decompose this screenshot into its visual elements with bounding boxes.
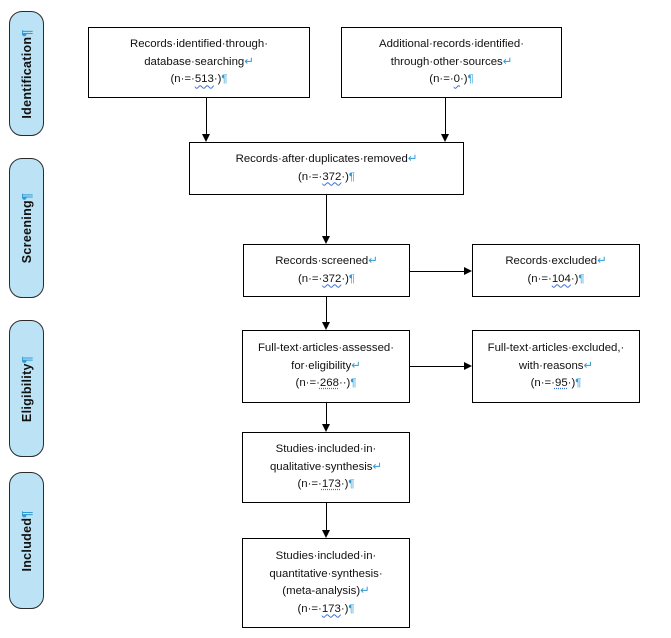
line-break-icon: ↵ xyxy=(372,460,383,473)
pilcrow-icon: ¶ xyxy=(19,192,34,201)
box-additional-records-other-sources-text: Additional·records·identified· through·o… xyxy=(373,36,530,89)
count-value: 513 xyxy=(194,73,214,86)
text-count-line: (n·=·372·)¶ xyxy=(297,272,356,285)
stage-label-included-text: Included¶ xyxy=(19,509,34,572)
box-additional-records-other-sources[interactable]: Additional·records·identified· through·o… xyxy=(341,27,562,98)
stage-label-eligibility-text: Eligibility¶ xyxy=(19,355,34,422)
stage-label-identification[interactable]: Identification¶ xyxy=(9,11,44,136)
text-line: Records·identified·through· xyxy=(129,38,269,51)
line-break-icon: ↵ xyxy=(597,255,607,267)
text-line: quantitative·synthesis· xyxy=(269,567,383,580)
box-records-screened-text: Records·screened↵ (n·=·372·)¶ xyxy=(269,253,384,288)
connector-fulltext-to-qualitative xyxy=(326,403,327,424)
stage-label-screening[interactable]: Screening¶ xyxy=(9,158,44,298)
stage-label-screening-text: Screening¶ xyxy=(19,192,34,264)
arrowhead-right-icon xyxy=(464,267,472,275)
text-line: through·other·sources↵ xyxy=(390,55,513,68)
arrowhead-down-icon xyxy=(322,530,330,538)
line-break-icon: ↵ xyxy=(502,55,513,68)
box-records-identified-database[interactable]: Records·identified·through· database·sea… xyxy=(88,27,310,98)
pilcrow-icon: ¶ xyxy=(350,377,357,390)
line-break-icon: ↵ xyxy=(583,359,594,372)
box-studies-included-qualitative[interactable]: Studies·included·in· qualitative·synthes… xyxy=(242,432,410,503)
text-line: Records·after·duplicates·removed↵ xyxy=(235,153,418,165)
box-full-text-articles-excluded-text: Full-text·articles·excluded,· with·reaso… xyxy=(482,340,631,393)
connector-other-sources-to-duplicates xyxy=(445,98,446,134)
text-line: Studies·included·in· xyxy=(275,550,377,562)
pilcrow-icon: ¶ xyxy=(348,170,356,183)
pilcrow-icon: ¶ xyxy=(578,272,585,285)
stage-label-eligibility[interactable]: Eligibility¶ xyxy=(9,320,44,457)
text-line: for·eligibility↵ xyxy=(291,359,361,372)
connector-qualitative-to-quantitative xyxy=(326,503,327,530)
text-count-line: (n·=·95·)¶ xyxy=(530,377,582,390)
arrowhead-down-icon xyxy=(202,134,210,142)
pilcrow-icon: ¶ xyxy=(19,355,34,363)
pilcrow-icon: ¶ xyxy=(19,28,34,37)
box-records-identified-database-text: Records·identified·through· database·sea… xyxy=(124,36,274,89)
pilcrow-icon: ¶ xyxy=(221,73,228,86)
line-break-icon: ↵ xyxy=(368,255,378,267)
connector-duplicates-to-screened xyxy=(326,195,327,236)
line-break-icon: ↵ xyxy=(351,359,361,372)
arrowhead-down-icon xyxy=(322,236,330,244)
count-value: 0 xyxy=(453,73,460,86)
text-count-line: (n·=·513·)¶ xyxy=(170,73,228,86)
arrowhead-down-icon xyxy=(322,424,330,432)
box-records-screened[interactable]: Records·screened↵ (n·=·372·)¶ xyxy=(243,244,410,297)
text-count-line: (n·=·372·)¶ xyxy=(297,170,356,183)
text-line: with·reasons↵ xyxy=(518,359,594,372)
box-records-excluded[interactable]: Records·excluded↵ (n·=·104·)¶ xyxy=(472,244,640,297)
connector-screened-to-excluded xyxy=(410,271,464,272)
line-break-icon: ↵ xyxy=(407,153,418,165)
arrowhead-down-icon xyxy=(322,322,330,330)
count-value: 95 xyxy=(554,377,568,390)
box-records-after-duplicates-removed[interactable]: Records·after·duplicates·removed↵ (n·=·3… xyxy=(189,142,464,195)
box-full-text-articles-assessed[interactable]: Full-text·articles·assessed· for·eligibi… xyxy=(242,330,410,403)
pilcrow-icon: ¶ xyxy=(348,602,355,615)
box-studies-included-quantitative[interactable]: Studies·included·in· quantitative·synthe… xyxy=(242,538,410,628)
text-line: Full-text·articles·assessed· xyxy=(257,342,395,355)
pilcrow-icon: ¶ xyxy=(348,272,356,285)
pilcrow-icon: ¶ xyxy=(19,509,34,518)
count-value: 372 xyxy=(322,272,342,285)
box-records-after-duplicates-removed-text: Records·after·duplicates·removed↵ (n·=·3… xyxy=(230,151,424,186)
stage-label-identification-text: Identification¶ xyxy=(19,28,34,119)
arrowhead-right-icon xyxy=(464,362,472,370)
count-value: 173 xyxy=(321,478,341,491)
box-full-text-articles-excluded[interactable]: Full-text·articles·excluded,· with·reaso… xyxy=(472,330,640,403)
text-line: Records·excluded↵ xyxy=(505,255,607,267)
arrowhead-down-icon xyxy=(441,134,449,142)
text-line: Full-text·articles·excluded,· xyxy=(487,342,625,355)
text-count-line: (n·=·173·)¶ xyxy=(297,602,355,615)
text-line: (meta-analysis)↵ xyxy=(282,585,370,597)
count-value: 173 xyxy=(321,602,341,615)
text-line: Records·screened↵ xyxy=(275,255,378,267)
line-break-icon: ↵ xyxy=(360,585,370,597)
count-value: 268 xyxy=(319,377,339,390)
stage-label-included[interactable]: Included¶ xyxy=(9,472,44,609)
text-count-line: (n·=·268··)¶ xyxy=(295,377,357,390)
text-line: database·searching↵ xyxy=(144,55,254,68)
pilcrow-icon: ¶ xyxy=(467,73,474,86)
box-studies-included-qualitative-text: Studies·included·in· qualitative·synthes… xyxy=(264,441,388,494)
pilcrow-icon: ¶ xyxy=(348,478,355,491)
box-full-text-articles-assessed-text: Full-text·articles·assessed· for·eligibi… xyxy=(252,340,400,393)
text-line: Studies·included·in· xyxy=(275,443,377,456)
count-value: 372 xyxy=(322,170,342,183)
text-count-line: (n·=·173·)¶ xyxy=(297,478,355,491)
connector-database-to-duplicates xyxy=(206,98,207,134)
connector-fulltext-to-excluded xyxy=(410,366,464,367)
line-break-icon: ↵ xyxy=(244,55,254,68)
text-line: Additional·records·identified· xyxy=(379,38,524,51)
pilcrow-icon: ¶ xyxy=(575,377,582,390)
text-count-line: (n·=·104·)¶ xyxy=(527,272,585,285)
count-value: 104 xyxy=(551,272,571,285)
connector-screened-to-fulltext xyxy=(326,297,327,322)
text-line: qualitative·synthesis↵ xyxy=(269,460,383,473)
box-records-excluded-text: Records·excluded↵ (n·=·104·)¶ xyxy=(499,253,612,288)
box-studies-included-quantitative-text: Studies·included·in· quantitative·synthe… xyxy=(263,548,388,618)
text-count-line: (n·=·0·)¶ xyxy=(429,73,474,86)
